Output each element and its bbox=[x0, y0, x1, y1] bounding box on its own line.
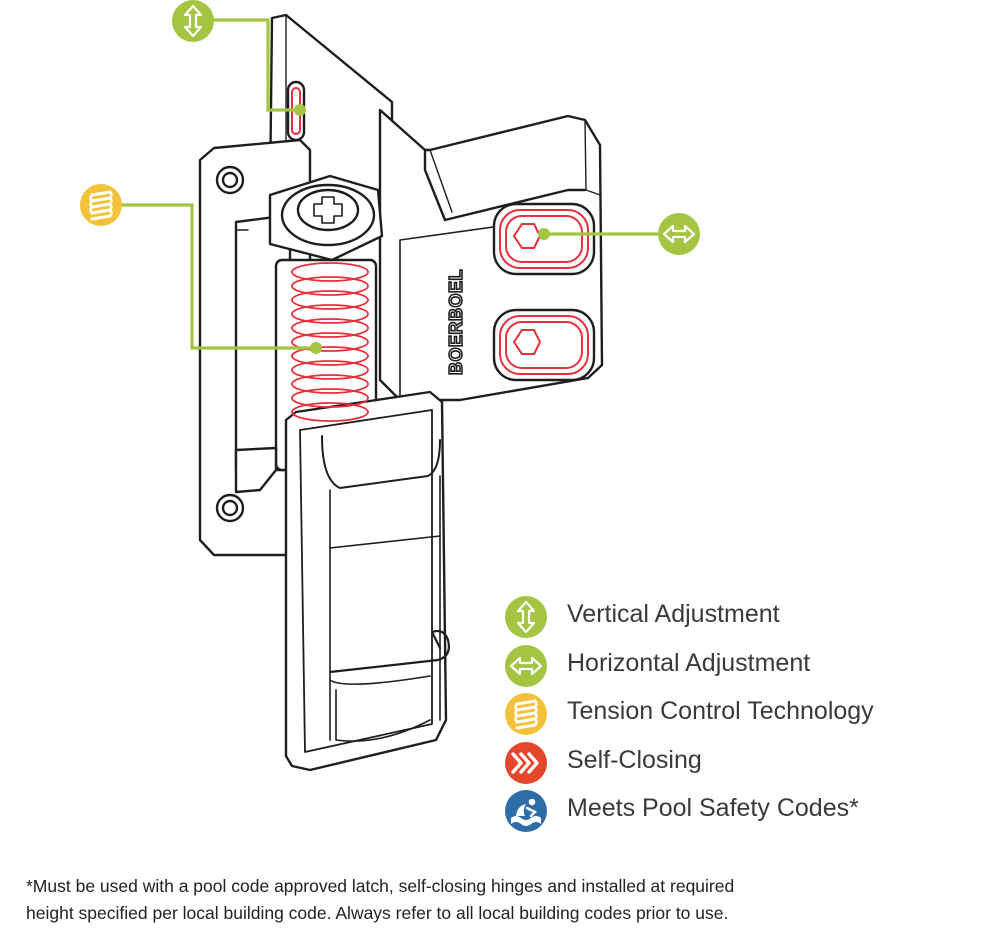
callout-dots bbox=[294, 104, 550, 354]
footnote-line-1: *Must be used with a pool code approved … bbox=[26, 876, 735, 896]
legend-item-horizontal: Horizontal Adjustment bbox=[505, 645, 975, 694]
legend-item-pool-safety: Meets Pool Safety Codes* bbox=[505, 790, 975, 839]
pool-safety-icon bbox=[505, 790, 547, 832]
gate-leaf-bracket bbox=[284, 390, 448, 772]
self-closing-chevrons-icon bbox=[505, 742, 547, 784]
legend-label: Meets Pool Safety Codes* bbox=[567, 794, 859, 822]
leaf-clip bbox=[328, 629, 450, 674]
brand-stamp: BOERBOEL bbox=[446, 269, 466, 375]
horizontal-adjustment-icon bbox=[505, 645, 547, 687]
legend-item-self-closing: Self-Closing bbox=[505, 742, 975, 791]
legend-label: Vertical Adjustment bbox=[567, 600, 780, 628]
tension-spring-icon bbox=[80, 184, 122, 226]
vertical-adjustment-icon bbox=[172, 0, 214, 42]
callout-lines bbox=[120, 18, 660, 350]
legend-item-tension: Tension Control Technology bbox=[505, 693, 975, 742]
tension-spring-icon bbox=[505, 693, 547, 735]
feature-legend: Vertical Adjustment Horizontal Adjustmen… bbox=[505, 596, 975, 839]
vertical-adjustment-icon bbox=[505, 596, 547, 638]
legend-label: Tension Control Technology bbox=[567, 697, 874, 725]
horizontal-adjustment-icon bbox=[658, 213, 700, 255]
legend-label: Self-Closing bbox=[567, 745, 702, 774]
horizontal-adjustment-slots bbox=[499, 209, 589, 375]
legend-label: Horizontal Adjustment bbox=[567, 648, 811, 677]
legend-item-vertical: Vertical Adjustment bbox=[505, 596, 975, 645]
footnote: *Must be used with a pool code approved … bbox=[26, 873, 986, 927]
footnote-line-2: height specified per local building code… bbox=[26, 903, 729, 923]
tension-spring bbox=[291, 262, 369, 422]
